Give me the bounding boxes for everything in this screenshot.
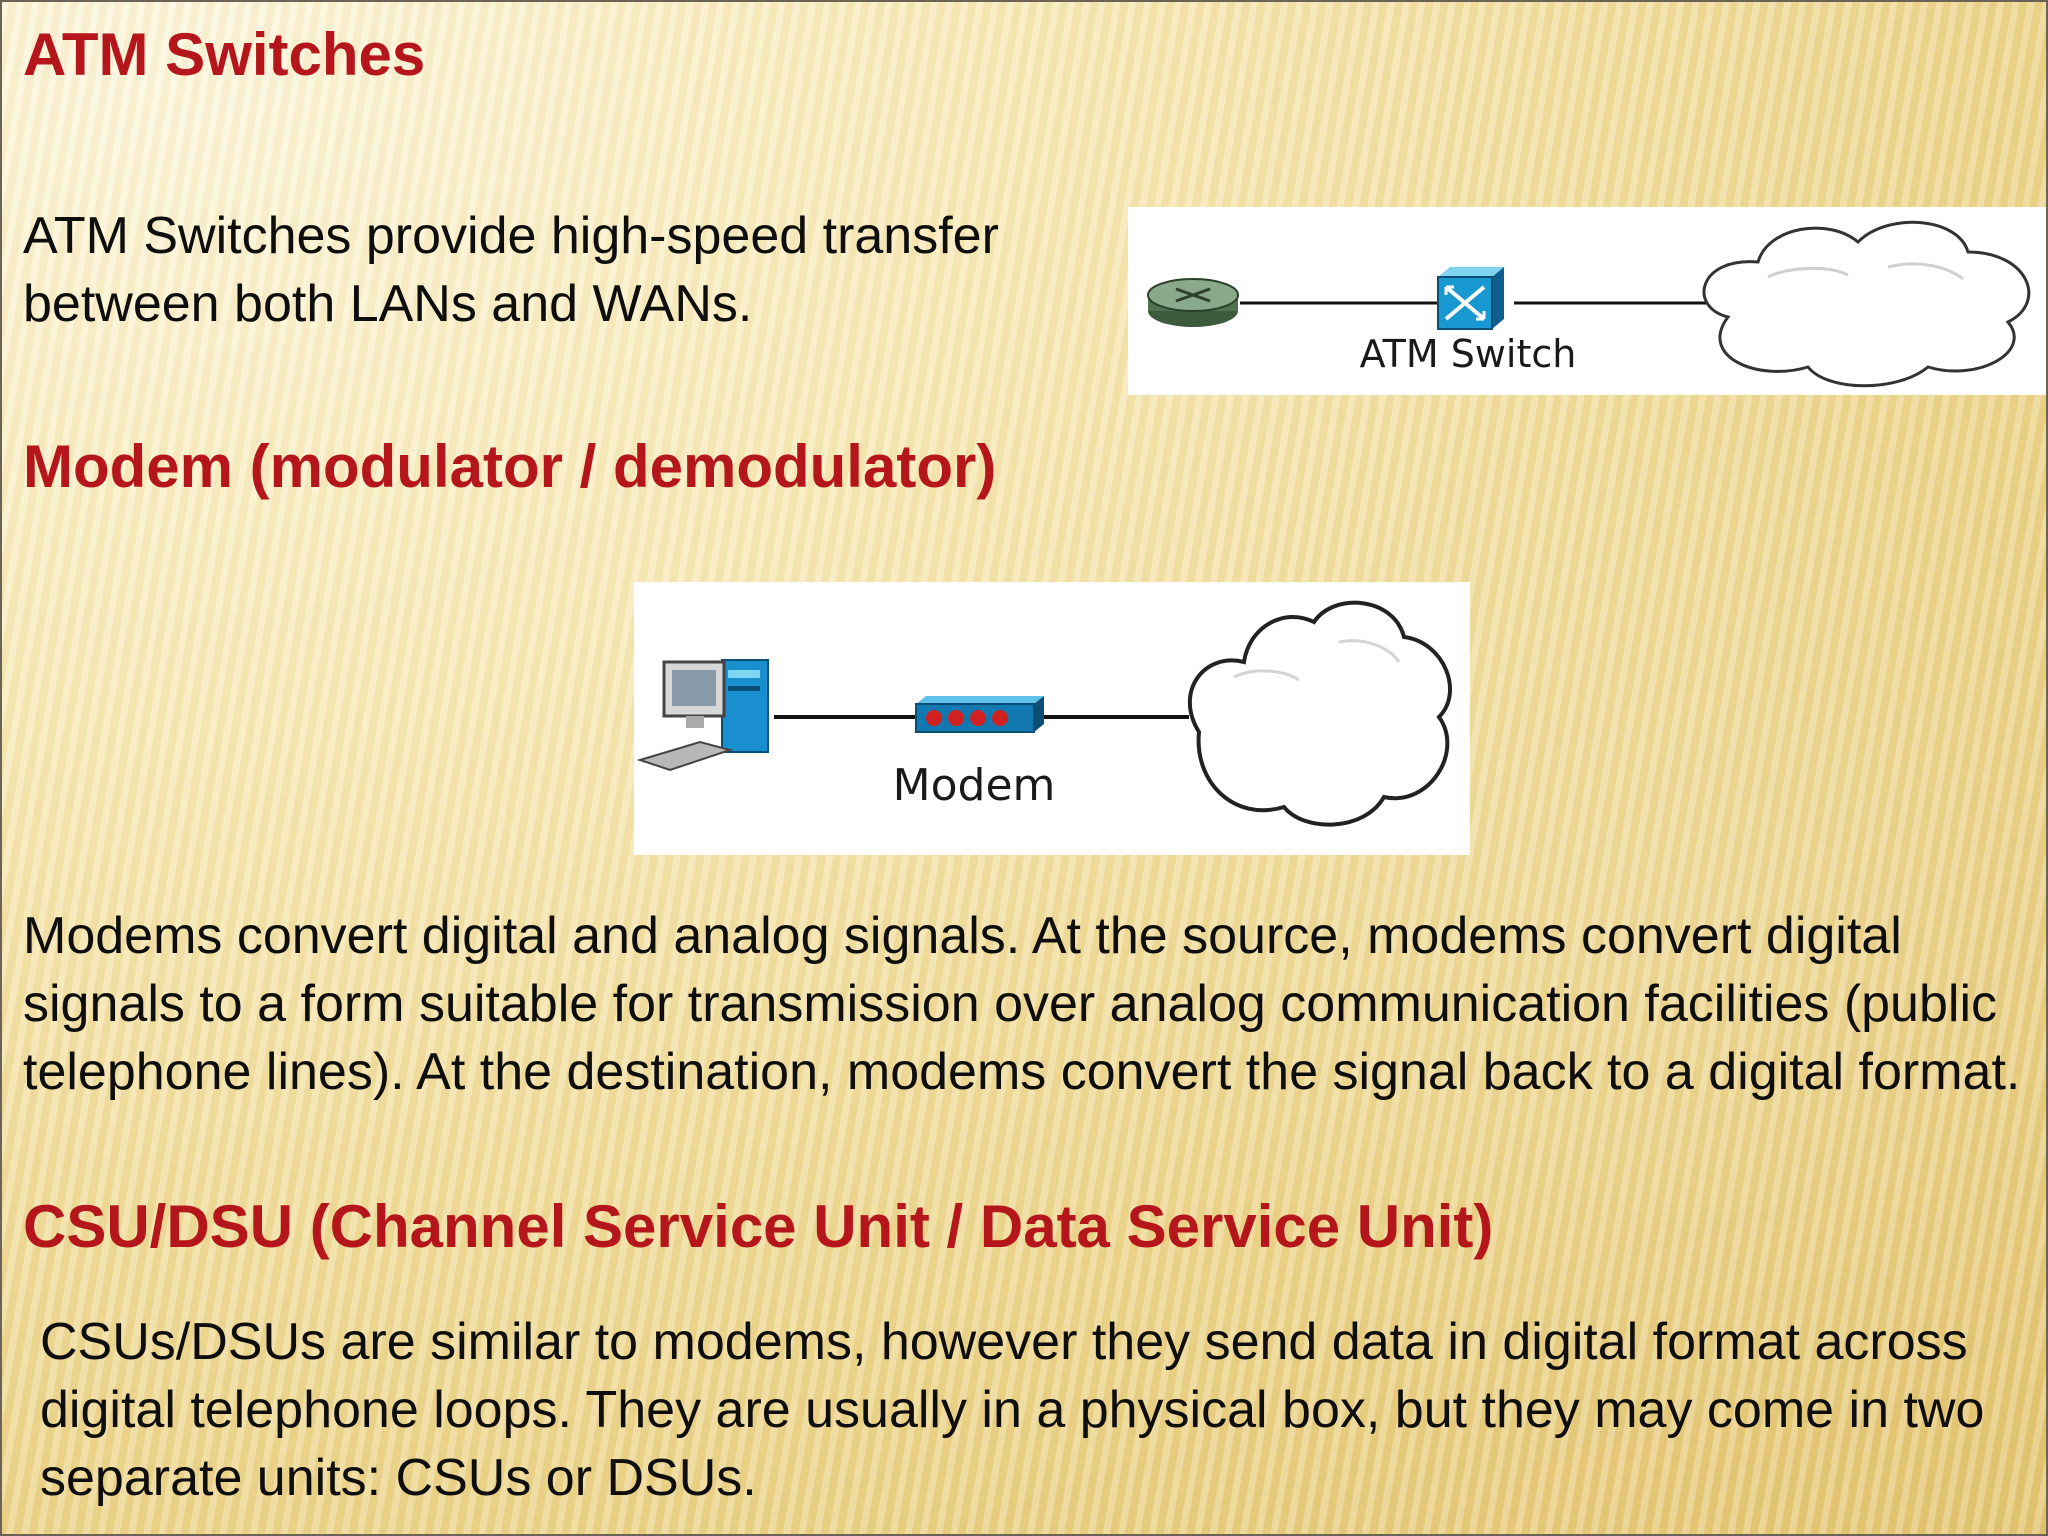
atm-switches-heading: ATM Switches	[23, 21, 426, 88]
modem-description: Modems convert digital and analog signal…	[23, 907, 2021, 1101]
atm-switch-label: ATM Switch	[1360, 332, 1577, 376]
router-icon	[1147, 278, 1239, 327]
cloud-icon	[1187, 600, 1452, 827]
modem-diagram: Modem	[634, 582, 1470, 855]
modem-icon	[915, 696, 1044, 733]
atm-switch-diagram: ATM Switch	[1128, 207, 2046, 395]
modem-heading: Modem (modulator / demodulator)	[23, 433, 997, 500]
cloud-icon	[1702, 220, 2031, 388]
atm-switch-icon	[1437, 267, 1504, 330]
modem-label: Modem	[893, 760, 1056, 811]
csu-dsu-heading: CSU/DSU (Channel Service Unit / Data Ser…	[23, 1193, 1494, 1260]
csu-dsu-description: CSUs/DSUs are similar to modems, however…	[40, 1313, 1985, 1507]
computer-icon	[636, 659, 769, 772]
atm-switches-description: ATM Switches provide high-speed transfer…	[23, 207, 999, 333]
